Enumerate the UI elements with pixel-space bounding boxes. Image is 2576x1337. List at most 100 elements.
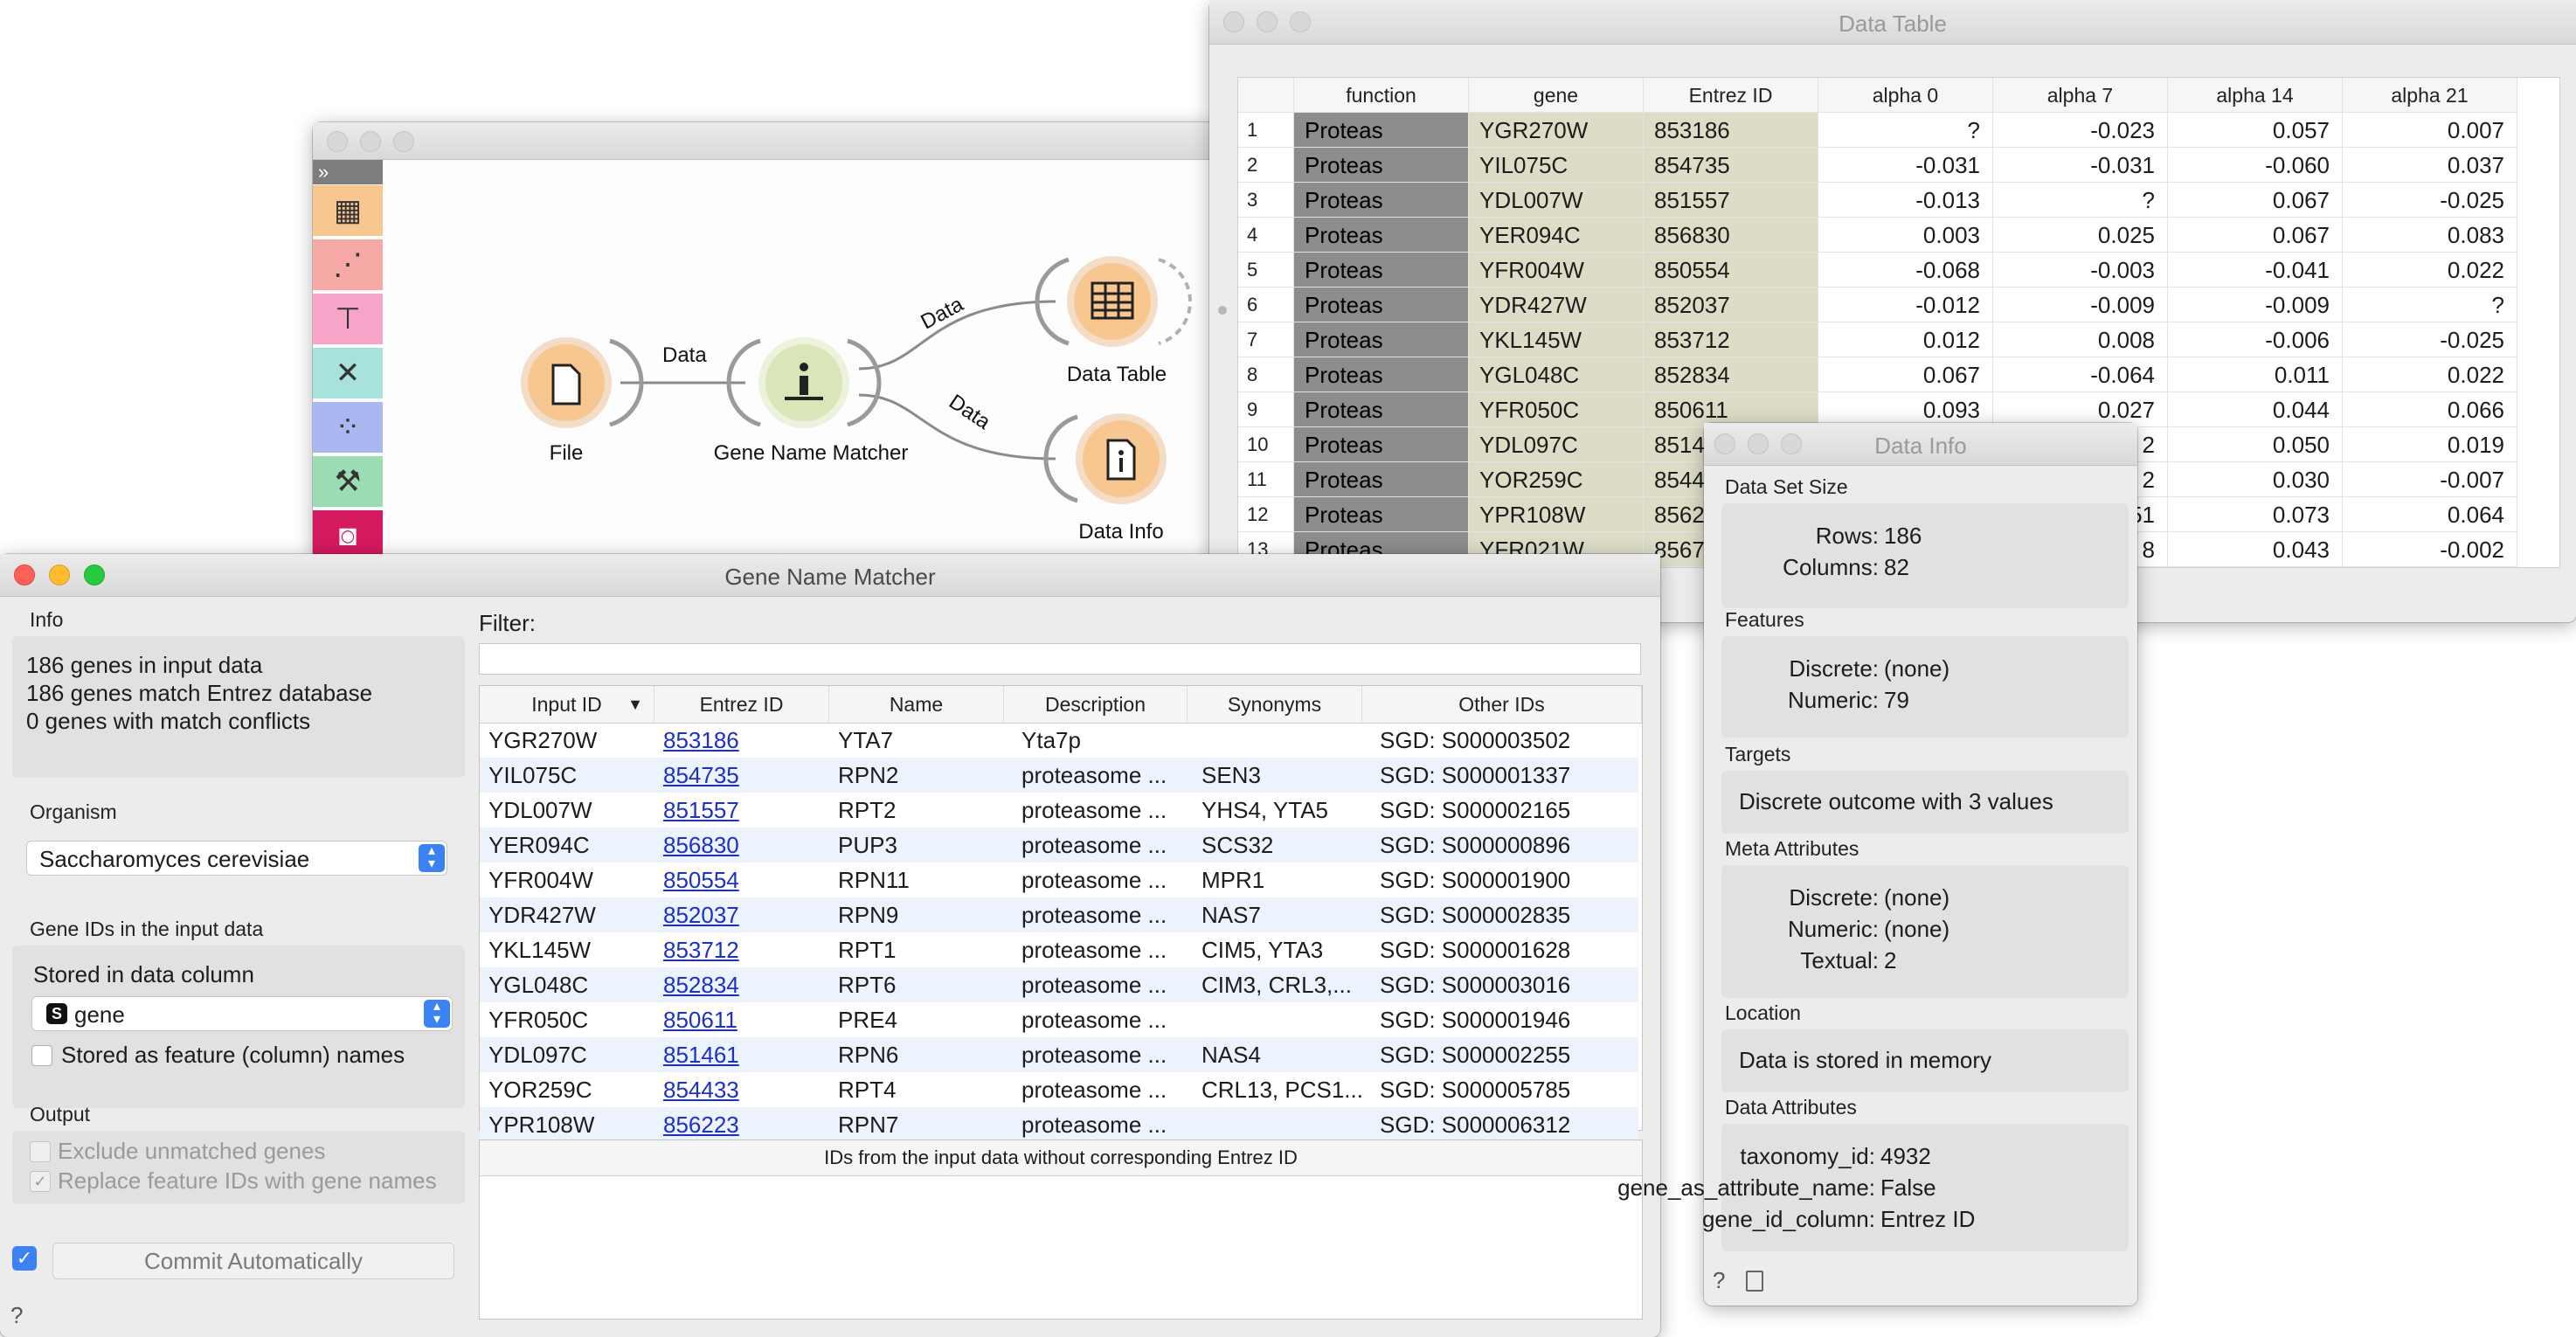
- toolbox-category-bioinformatics[interactable]: ⚒: [313, 456, 383, 507]
- column-header[interactable]: Entrez ID: [1644, 78, 1818, 113]
- unmatched-table[interactable]: IDs from the input data without correspo…: [479, 1140, 1643, 1320]
- replace-ids-checkbox[interactable]: ✓: [30, 1171, 51, 1192]
- close-window-button[interactable]: [14, 565, 35, 585]
- help-icon[interactable]: ?: [1713, 1267, 1726, 1293]
- entrez-link[interactable]: 852834: [663, 972, 739, 998]
- targets-value: Discrete outcome with 3 values: [1739, 788, 2053, 814]
- toolbox-category-scatter-plot[interactable]: ⋰: [313, 239, 383, 290]
- column-header-other-ids[interactable]: Other IDs: [1362, 686, 1642, 723]
- entrez-link[interactable]: 854433: [663, 1077, 739, 1103]
- entrez-link[interactable]: 852037: [663, 902, 739, 928]
- table-cell-a7: -0.009: [1993, 287, 2168, 322]
- toolbox-category-evaluate[interactable]: ✕: [313, 348, 383, 398]
- column-header[interactable]: alpha 0: [1818, 78, 1993, 113]
- entrez-link[interactable]: 851461: [663, 1042, 739, 1068]
- minimize-window-button[interactable]: [1748, 433, 1769, 454]
- data-table-node[interactable]: [1035, 256, 1192, 347]
- table-cell-syn: CIM3, CRL3,...: [1201, 972, 1352, 998]
- toolbox-category-table-widget[interactable]: ▦: [313, 185, 383, 236]
- gene-column-select[interactable]: S gene ▴▾: [31, 996, 453, 1031]
- table-cell-gene: YGR270W: [1469, 113, 1644, 148]
- column-header[interactable]: function: [1294, 78, 1469, 113]
- column-header[interactable]: alpha 21: [2343, 78, 2517, 113]
- table-cell-syn: MPR1: [1201, 867, 1265, 893]
- organism-select[interactable]: Saccharomyces cerevisiae ▴▾: [26, 841, 447, 876]
- attr-taxonomy-value: 4932: [1880, 1143, 1931, 1169]
- table-cell-other: SGD: S000001628: [1380, 937, 1571, 963]
- toolbox-collapse-button[interactable]: »: [313, 160, 383, 184]
- toolbox-category-cluster[interactable]: ⁘: [313, 402, 383, 453]
- table-cell-idx: 7: [1238, 322, 1294, 357]
- entrez-link[interactable]: 856223: [663, 1112, 739, 1138]
- data-info-node[interactable]: [1043, 413, 1167, 504]
- help-icon[interactable]: ?: [10, 1302, 24, 1328]
- column-header-name[interactable]: Name: [829, 686, 1004, 723]
- table-cell-desc: proteasome ...: [1021, 797, 1167, 823]
- entrez-link[interactable]: 854735: [663, 762, 739, 788]
- column-header[interactable]: alpha 14: [2168, 78, 2343, 113]
- zoom-window-button[interactable]: [393, 131, 414, 152]
- column-header-synonyms[interactable]: Synonyms: [1188, 686, 1362, 723]
- entrez-link[interactable]: 851557: [663, 797, 739, 823]
- zoom-window-button[interactable]: [1290, 11, 1311, 32]
- close-window-button[interactable]: [1223, 11, 1244, 32]
- entrez-link[interactable]: 850611: [663, 1007, 737, 1033]
- gene-name-matcher-node[interactable]: [726, 337, 882, 428]
- column-header-input-id[interactable]: Input ID▼: [480, 686, 654, 723]
- commit-button[interactable]: Commit Automatically: [52, 1243, 454, 1279]
- splitter-handle[interactable]: [1218, 306, 1227, 315]
- corner-cell[interactable]: [1238, 78, 1294, 113]
- filter-input[interactable]: [479, 643, 1641, 675]
- zoom-window-button[interactable]: [84, 565, 105, 585]
- toolbox-category-tree-model[interactable]: ⊤: [313, 294, 383, 344]
- column-header-entrez-id[interactable]: Entrez ID: [654, 686, 829, 723]
- link-matcher-table[interactable]: [858, 300, 1056, 371]
- toolbox-category-camera[interactable]: ◙: [313, 510, 383, 561]
- minimize-window-button[interactable]: [360, 131, 381, 152]
- features-title: Features: [1725, 608, 1804, 631]
- entrez-link[interactable]: 850554: [663, 867, 739, 893]
- report-icon[interactable]: [1746, 1271, 1763, 1292]
- auto-commit-checkbox[interactable]: ✓: [12, 1246, 37, 1271]
- column-header-description[interactable]: Description: [1004, 686, 1188, 723]
- close-window-button[interactable]: [1714, 433, 1735, 454]
- zoom-window-button[interactable]: [1781, 433, 1802, 454]
- entrez-link[interactable]: 853186: [663, 727, 739, 753]
- stored-as-names-checkbox[interactable]: [31, 1045, 52, 1066]
- entrez-link[interactable]: 853712: [663, 937, 739, 963]
- table-cell-a0: -0.012: [1818, 287, 1993, 322]
- column-header[interactable]: alpha 7: [1993, 78, 2168, 113]
- column-header[interactable]: gene: [1469, 78, 1644, 113]
- exclude-unmatched-checkbox[interactable]: [30, 1141, 51, 1162]
- link-matcher-info[interactable]: [858, 393, 1056, 461]
- file-node[interactable]: [521, 337, 644, 428]
- minimize-window-button[interactable]: [1257, 11, 1278, 32]
- minimize-window-button[interactable]: [49, 565, 70, 585]
- gene-table[interactable]: Input ID▼ Entrez ID Name Description Syn…: [479, 685, 1643, 1142]
- close-window-button[interactable]: [327, 131, 348, 152]
- entrez-link[interactable]: 856830: [663, 832, 739, 858]
- table-icon: [1091, 281, 1134, 320]
